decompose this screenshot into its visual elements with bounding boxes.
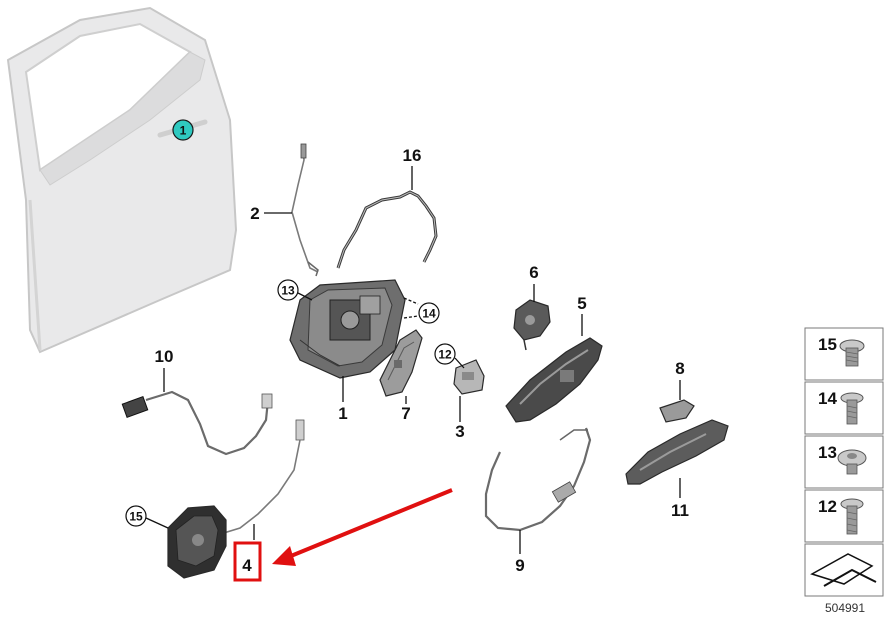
- part-1-lock: [289, 279, 406, 379]
- diagram-number: 504991: [825, 601, 865, 615]
- part-11-outer-handle: [625, 419, 729, 485]
- bolt-13-icon: [837, 449, 867, 475]
- svg-text:6: 6: [529, 263, 538, 282]
- highlight-annotation: [233, 488, 453, 582]
- bolt-15-icon: [839, 339, 865, 367]
- part-3-latch-plate: [453, 359, 485, 395]
- highlight-box: [233, 541, 262, 582]
- part-5-handle-carrier: [505, 337, 603, 423]
- svg-text:4: 4: [242, 556, 252, 575]
- next-page-icon: [810, 553, 877, 587]
- bolt-12-icon: [840, 498, 864, 535]
- svg-text:9: 9: [515, 556, 524, 575]
- svg-text:1: 1: [338, 404, 347, 423]
- door-marker-number: 1: [180, 124, 187, 138]
- callout-13: 13: [277, 279, 313, 301]
- svg-text:13: 13: [281, 284, 295, 298]
- callout-8: 8: [675, 359, 685, 400]
- svg-text:5: 5: [577, 294, 586, 313]
- red-arrow-icon: [285, 488, 453, 560]
- callout-7: 7: [401, 396, 411, 423]
- callout-11: 11: [671, 478, 689, 520]
- part-10-harness: [121, 390, 273, 456]
- callout-16: 16: [403, 146, 422, 190]
- svg-text:3: 3: [455, 422, 464, 441]
- part-2-rod: [291, 143, 319, 277]
- callout-5: 5: [577, 294, 587, 336]
- legend-item-15: 15: [818, 335, 837, 354]
- part-4-cable: [213, 419, 305, 537]
- svg-text:15: 15: [129, 510, 143, 524]
- legend-item-14: 14: [818, 389, 837, 408]
- callout-3: 3: [455, 396, 465, 441]
- part-16-cable: [336, 190, 438, 269]
- callout-12: 12: [434, 343, 465, 369]
- callout-10: 10: [155, 347, 174, 392]
- callout-4: 4: [242, 524, 255, 575]
- rear-door-panel: [6, 6, 238, 354]
- door-marker-badge: 1: [172, 119, 194, 141]
- callout-14: 14: [403, 297, 440, 324]
- part-8-cap: [659, 399, 695, 423]
- legend-item-12: 12: [818, 497, 837, 516]
- svg-text:16: 16: [403, 146, 422, 165]
- callout-9: 9: [515, 530, 525, 575]
- svg-text:11: 11: [671, 501, 689, 520]
- bolt-14-icon: [840, 392, 864, 425]
- svg-text:8: 8: [675, 359, 684, 378]
- callout-2: 2: [250, 204, 292, 223]
- callout-6: 6: [529, 263, 539, 302]
- part-6-actuator: [513, 299, 551, 351]
- callout-15: 15: [125, 505, 169, 529]
- svg-text:2: 2: [250, 204, 259, 223]
- svg-text:10: 10: [155, 347, 174, 366]
- svg-text:7: 7: [401, 404, 410, 423]
- callout-1: 1: [338, 376, 348, 423]
- svg-text:12: 12: [438, 348, 452, 362]
- part-15-actuator-module: [167, 505, 227, 579]
- fastener-legend: 15 14 13 12: [804, 327, 884, 615]
- part-7-bracket: [379, 329, 423, 397]
- legend-item-13: 13: [818, 443, 837, 462]
- part-9-cable: [484, 427, 592, 532]
- svg-text:14: 14: [422, 307, 436, 321]
